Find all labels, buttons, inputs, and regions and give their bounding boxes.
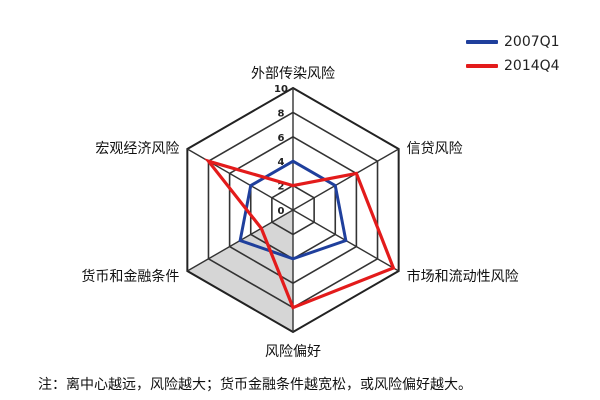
legend-item-2007q1: 2007Q1 <box>466 30 560 54</box>
chart-note: 注：离中心越远，风险越大；货币金融条件越宽松，或风险偏好越大。 <box>38 377 472 393</box>
legend-item-2014q4: 2014Q4 <box>466 54 560 78</box>
legend-label-2014q4: 2014Q4 <box>504 58 560 74</box>
radial-tick-labels: 0 2 4 6 8 10 <box>274 84 288 217</box>
legend: 2007Q1 2014Q4 <box>466 30 560 78</box>
axis-label-2: 市场和流动性风险 <box>407 268 519 285</box>
axis-label-4: 货币和金融条件 <box>81 268 179 285</box>
tick-label-2: 2 <box>278 182 285 193</box>
tick-label-8: 8 <box>278 108 285 119</box>
axis-label-0: 外部传染风险 <box>251 66 335 82</box>
series-line-2007q1 <box>238 159 348 261</box>
axis-label-3: 风险偏好 <box>265 344 321 360</box>
legend-swatch-2007q1 <box>466 40 498 44</box>
spoke-1 <box>292 148 400 211</box>
tick-label-0: 0 <box>278 206 285 217</box>
series-group <box>204 158 396 310</box>
series-line-2014q4 <box>204 158 396 310</box>
legend-label-2007q1: 2007Q1 <box>504 34 560 50</box>
tick-label-6: 6 <box>278 133 285 144</box>
axis-label-1: 信贷风险 <box>407 141 463 157</box>
radar-spokes <box>186 88 400 332</box>
axis-label-5: 宏观经济风险 <box>95 141 179 157</box>
tick-label-10: 10 <box>274 84 288 95</box>
tick-label-4: 4 <box>278 157 285 168</box>
legend-swatch-2014q4 <box>466 64 498 68</box>
